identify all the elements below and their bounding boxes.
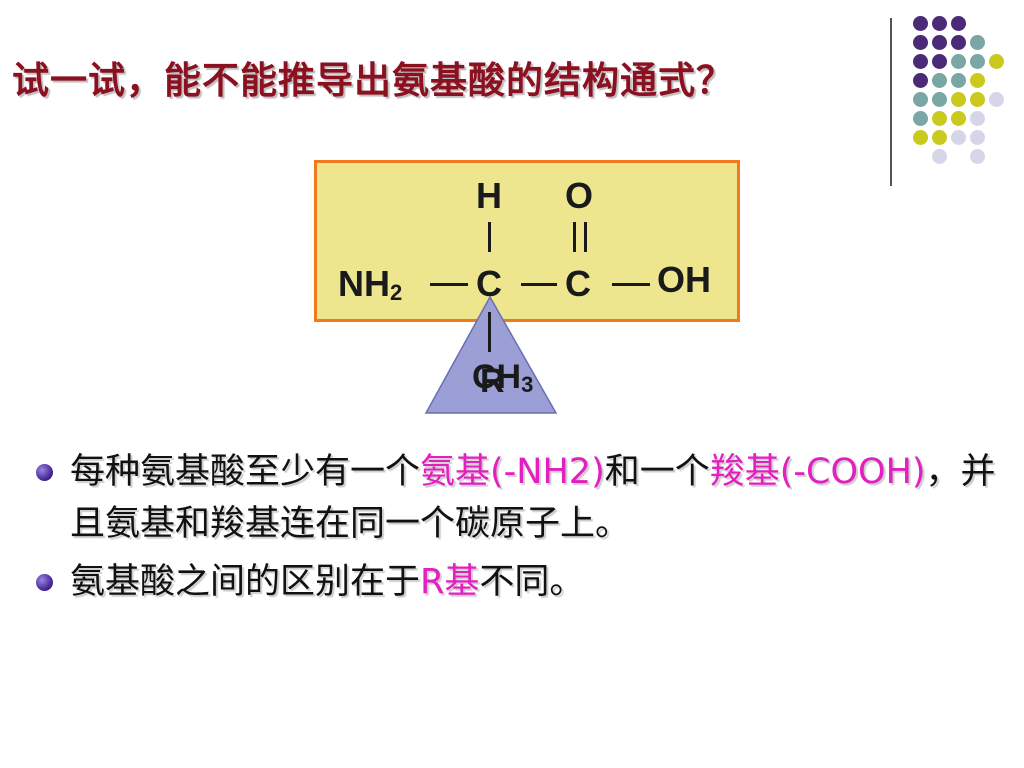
bond-c-c: [521, 283, 557, 286]
bond-n-c: [430, 283, 468, 286]
dot: [913, 73, 928, 88]
dot: [951, 54, 966, 69]
dot: [932, 130, 947, 145]
dot: [932, 92, 947, 107]
bond-c-h: [488, 222, 491, 252]
dot: [932, 35, 947, 50]
dot: [932, 54, 947, 69]
atom-h: H: [476, 175, 502, 216]
dot: [989, 92, 1004, 107]
nh-text: NH: [338, 263, 390, 304]
bond-c-o-b: [584, 222, 587, 252]
dot: [913, 130, 928, 145]
dot: [951, 16, 966, 31]
atom-c-carboxyl: C: [565, 263, 591, 304]
dot: [951, 111, 966, 126]
nh2-subscript: 2: [390, 280, 403, 305]
group-nh2: NH2: [338, 263, 403, 305]
dot: [913, 35, 928, 50]
dot: [970, 73, 985, 88]
ch3-subscript: 3: [521, 372, 534, 397]
dot: [970, 149, 985, 164]
atom-o: O: [565, 175, 594, 216]
highlight-carboxyl-group: 羧基(-COOH): [709, 452, 926, 492]
dot: [951, 73, 966, 88]
r-group-label: R: [480, 362, 505, 400]
dot: [951, 130, 966, 145]
bullet-text: 氨基酸之间的区别在于: [70, 562, 421, 602]
highlight-r-group: R基: [420, 562, 480, 602]
highlight-amino-group: 氨基(-NH2): [420, 452, 605, 492]
bullet-text: 不同。: [479, 562, 585, 602]
dot: [932, 73, 947, 88]
bullet-list: 每种氨基酸至少有一个氨基(-NH2)和一个羧基(-COOH)，并且氨基和羧基连在…: [36, 446, 996, 608]
dot: [951, 92, 966, 107]
ch-text: CH: [472, 358, 522, 396]
dot: [970, 54, 985, 69]
bullet-marker: [36, 464, 53, 481]
dot: [951, 35, 966, 50]
bond-c-r: [488, 312, 491, 352]
dot: [913, 54, 928, 69]
bullet-item-1: 每种氨基酸至少有一个氨基(-NH2)和一个羧基(-COOH)，并且氨基和羧基连在…: [36, 446, 996, 550]
dot: [913, 16, 928, 31]
bullet-text: 和一个: [604, 452, 710, 492]
formula-box: [314, 160, 740, 322]
r-group-triangle: [424, 295, 558, 414]
atom-c-alpha: C: [476, 263, 502, 304]
bullet-text: 每种氨基酸至少有一个: [70, 452, 421, 492]
dot: [970, 130, 985, 145]
bullet-text: ，并且氨基和羧基连在同一个碳原子上。: [70, 452, 996, 544]
dot: [970, 111, 985, 126]
dot: [913, 111, 928, 126]
slide-title: 试一试，能不能推导出氨基酸的结构通式？: [12, 59, 734, 102]
bullet-marker: [36, 574, 53, 591]
group-oh: OH: [657, 259, 711, 300]
dot: [970, 92, 985, 107]
bond-c-o-a: [573, 222, 576, 252]
dot: [989, 54, 1004, 69]
bond-c-oh: [612, 283, 650, 286]
bullet-item-2: 氨基酸之间的区别在于R基不同。: [36, 556, 996, 608]
dot: [932, 111, 947, 126]
group-ch3: CH3: [472, 358, 534, 397]
dot: [932, 149, 947, 164]
dot: [913, 92, 928, 107]
divider-line: [890, 18, 892, 186]
dot: [970, 35, 985, 50]
dot: [932, 16, 947, 31]
